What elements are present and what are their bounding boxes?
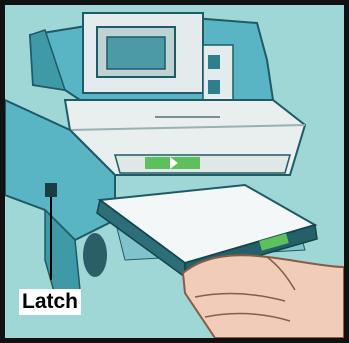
control-button-upper bbox=[208, 55, 220, 69]
latch bbox=[45, 183, 57, 197]
latch-label: Latch bbox=[19, 289, 81, 315]
control-button-lower bbox=[208, 80, 220, 94]
battery-roller bbox=[83, 233, 107, 277]
viewfinder-lens bbox=[107, 37, 165, 69]
film-slot bbox=[115, 155, 290, 173]
